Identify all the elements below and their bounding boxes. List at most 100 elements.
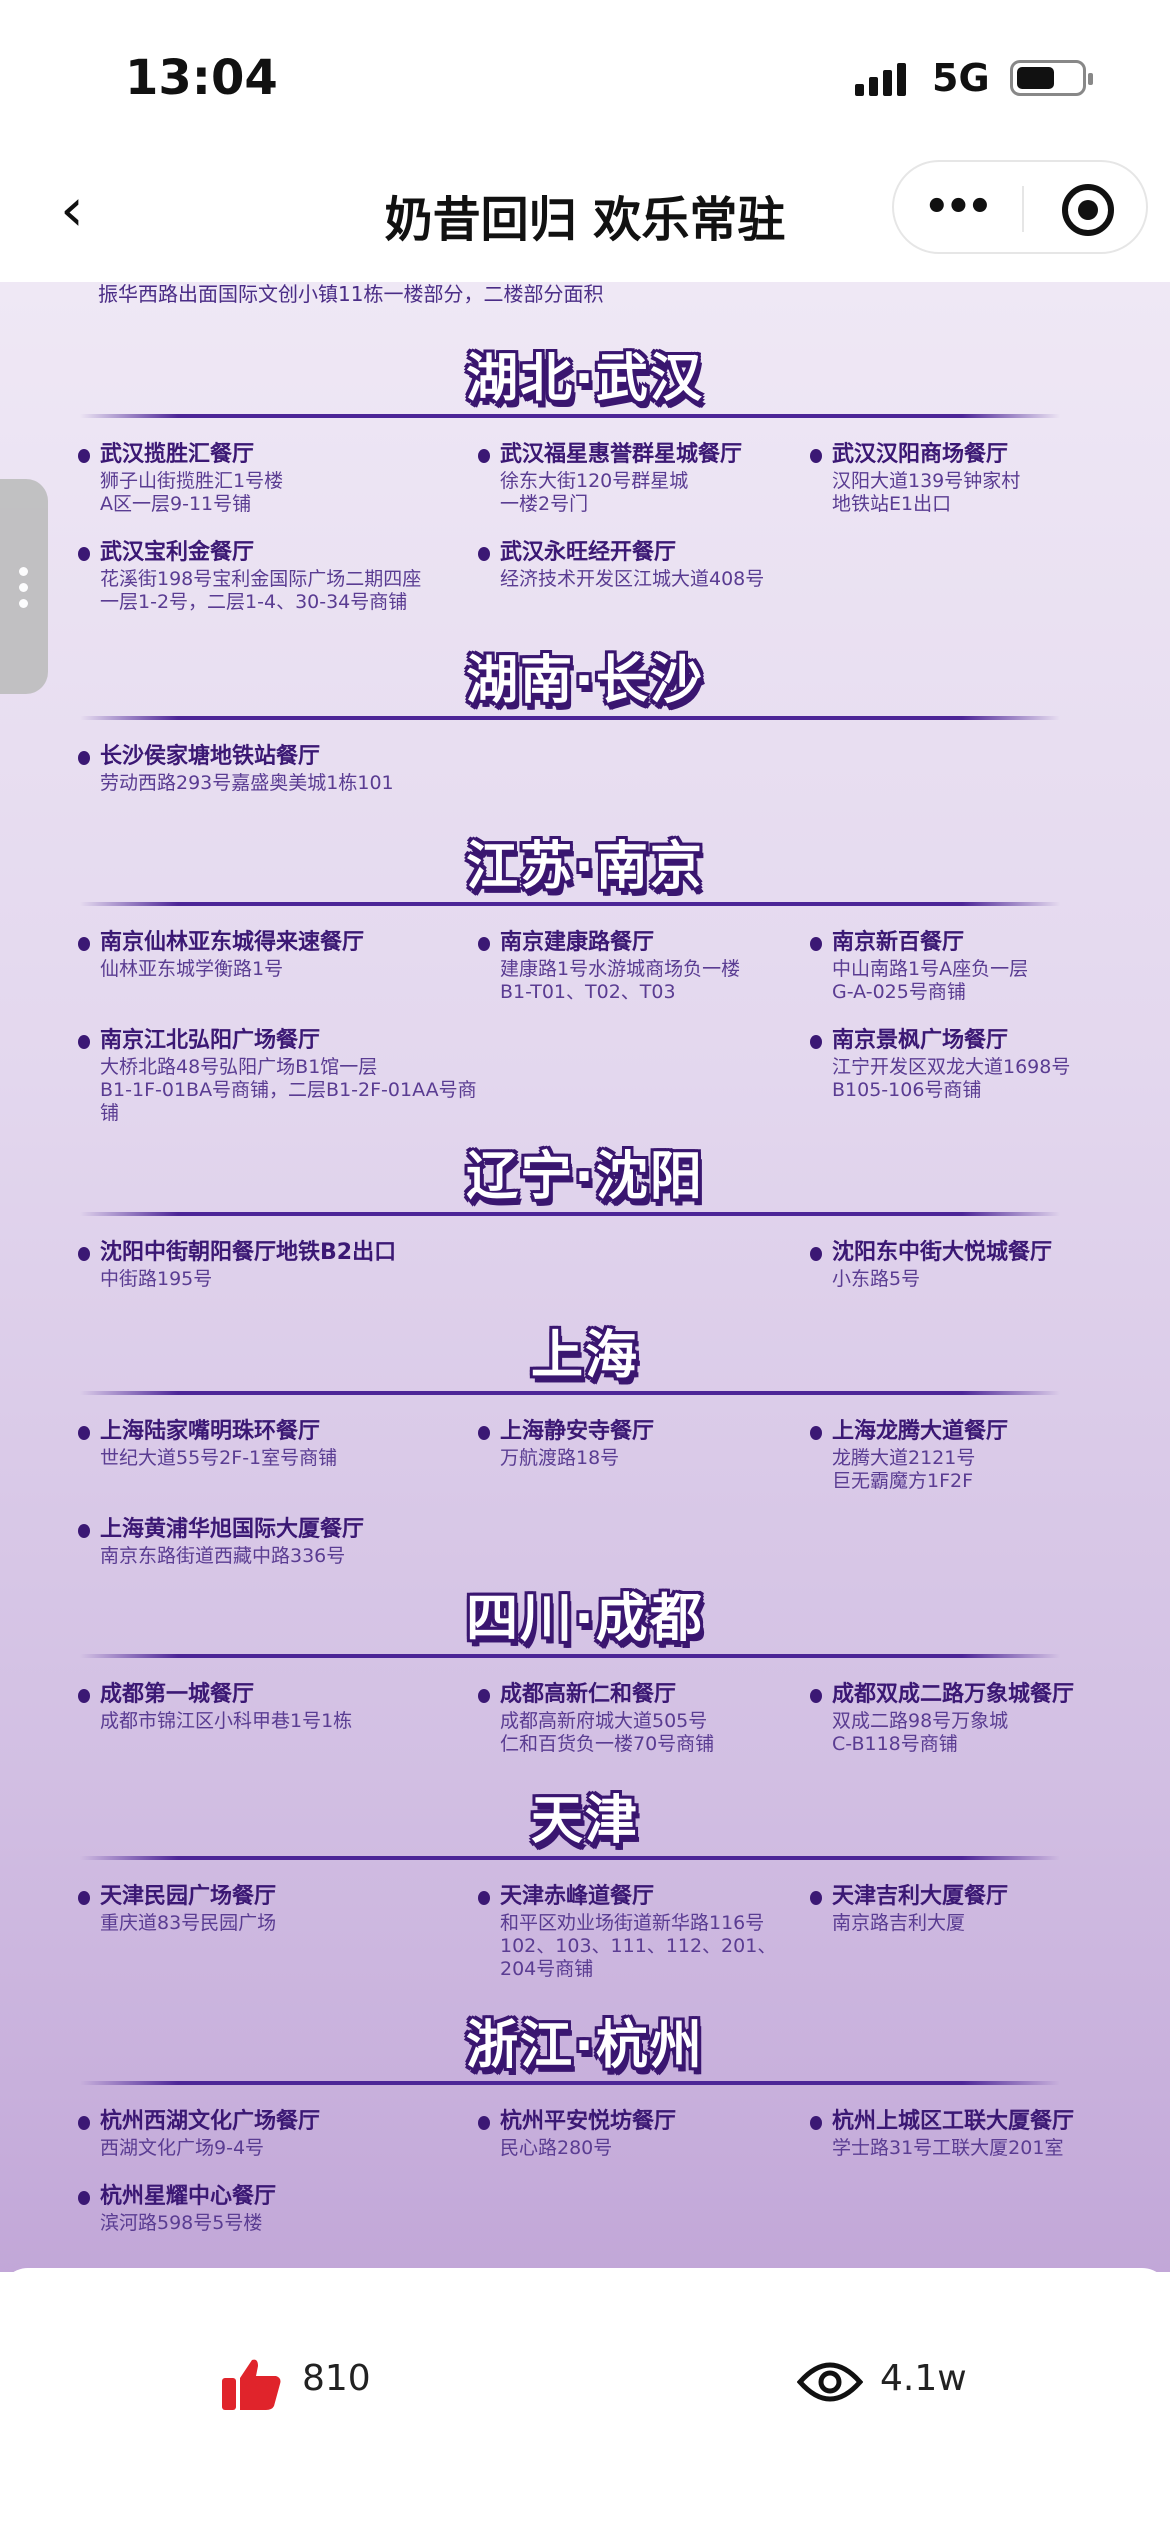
divider — [80, 414, 1060, 418]
region-section: 上海上海陆家嘴明珠环餐厅世纪大道55号2F-1室号商铺上海静安寺餐厅万航渡路18… — [0, 1321, 1170, 1567]
restaurant-address: 民心路280号 — [500, 2137, 613, 2159]
restaurant-row: 南京江北弘阳广场餐厅大桥北路48号弘阳广场B1馆一层 B1-1F-01BA号商铺… — [0, 1026, 1170, 1125]
thumbs-up-icon[interactable] — [222, 2356, 282, 2412]
restaurant-name: 武汉宝利金餐厅 — [100, 540, 255, 565]
region-section: 辽宁·沈阳沈阳中街朝阳餐厅地铁B2出口中街路195号沈阳东中街大悦城餐厅小东路5… — [0, 1142, 1170, 1290]
restaurant-name: 杭州上城区工联大厦餐厅 — [832, 2109, 1075, 2134]
restaurant-address: 花溪街198号宝利金国际广场二期四座 一层1-2号，二层1-4、30-34号商铺 — [100, 568, 422, 613]
mini-program-capsule: ••• — [892, 160, 1148, 254]
restaurant-row: 天津民园广场餐厅重庆道83号民园广场天津赤峰道餐厅和平区劝业场街道新华路116号… — [0, 1882, 1170, 1981]
view-count: 4.1w — [880, 2358, 967, 2399]
restaurant-name: 上海陆家嘴明珠环餐厅 — [100, 1419, 321, 1444]
restaurant-item: 天津民园广场餐厅重庆道83号民园广场 — [78, 1882, 478, 1981]
bullet-icon — [478, 937, 490, 951]
region-section: 湖北·武汉武汉揽胜汇餐厅狮子山街揽胜汇1号楼 A区一层9-11号铺武汉福星惠誉群… — [0, 344, 1170, 613]
bullet-icon — [478, 1426, 490, 1440]
restaurant-address: 仙林亚东城学衡路1号 — [100, 958, 284, 980]
restaurant-address: 万航渡路18号 — [500, 1447, 620, 1469]
bullet-icon — [810, 2116, 822, 2130]
region-title: 四川·成都 — [466, 1589, 704, 1649]
restaurant-item: 南京仙林亚东城得来速餐厅仙林亚东城学衡路1号 — [78, 928, 478, 1004]
restaurant-item: 武汉永旺经开餐厅经济技术开发区江城大道408号 — [478, 538, 810, 614]
divider — [80, 2081, 1060, 2085]
restaurant-address: 经济技术开发区江城大道408号 — [500, 568, 765, 590]
more-dots-icon[interactable]: ••• — [924, 184, 993, 230]
restaurant-item: 上海陆家嘴明珠环餐厅世纪大道55号2F-1室号商铺 — [78, 1417, 478, 1493]
restaurant-address: 小东路5号 — [832, 1268, 921, 1290]
restaurant-item: 杭州星耀中心餐厅滨河路598号5号楼 — [78, 2182, 478, 2235]
eye-icon[interactable] — [797, 2356, 863, 2408]
side-drawer-handle[interactable] — [0, 479, 48, 694]
restaurant-item: 天津吉利大厦餐厅南京路吉利大厦 — [810, 1882, 1170, 1981]
restaurant-item: 杭州西湖文化广场餐厅西湖文化广场9-4号 — [78, 2107, 478, 2160]
target-icon[interactable] — [1062, 184, 1114, 236]
restaurant-item: 成都双成二路万象城餐厅双成二路98号万象城 C-B118号商铺 — [810, 1680, 1170, 1756]
restaurant-row: 长沙侯家塘地铁站餐厅劳动西路293号嘉盛奥美城1栋101 — [0, 742, 1170, 795]
region-title: 江苏·南京 — [466, 837, 704, 897]
restaurant-item: 上海静安寺餐厅万航渡路18号 — [478, 1417, 810, 1493]
chevron-left-icon[interactable]: ‹ — [60, 175, 84, 245]
restaurant-address: 南京路吉利大厦 — [832, 1912, 966, 1934]
restaurant-name: 南京江北弘阳广场餐厅 — [100, 1028, 321, 1053]
bullet-icon — [78, 1891, 90, 1905]
bullet-icon — [810, 937, 822, 951]
restaurant-name: 杭州星耀中心餐厅 — [100, 2184, 277, 2209]
restaurant-item: 沈阳东中街大悦城餐厅小东路5号 — [810, 1238, 1170, 1291]
cut-off-address: 振华西路出面国际文创小镇11栋一楼部分，二楼部分面积 — [98, 282, 604, 306]
restaurant-item: 南京新百餐厅中山南路1号A座负一层 G-A-025号商铺 — [810, 928, 1170, 1004]
bullet-icon — [78, 2191, 90, 2205]
restaurant-item: 武汉福星惠誉群星城餐厅徐东大街120号群星城 一楼2号门 — [478, 440, 810, 516]
restaurant-name: 武汉永旺经开餐厅 — [500, 540, 677, 565]
restaurant-name: 成都双成二路万象城餐厅 — [832, 1682, 1075, 1707]
bullet-icon — [810, 449, 822, 463]
poster-content[interactable]: 振华西路出面国际文创小镇11栋一楼部分，二楼部分面积 湖北·武汉武汉揽胜汇餐厅狮… — [0, 282, 1170, 2272]
bullet-icon — [78, 1247, 90, 1261]
restaurant-address: 成都市锦江区小科甲巷1号1栋 — [100, 1710, 353, 1732]
restaurant-address: 西湖文化广场9-4号 — [100, 2137, 265, 2159]
restaurant-item: 南京景枫广场餐厅江宁开发区双龙大道1698号 B105-106号商铺 — [810, 1026, 1170, 1125]
restaurant-row: 武汉揽胜汇餐厅狮子山街揽胜汇1号楼 A区一层9-11号铺武汉福星惠誉群星城餐厅徐… — [0, 440, 1170, 516]
divider — [1022, 186, 1024, 232]
bullet-icon — [478, 1891, 490, 1905]
bullet-icon — [78, 751, 90, 765]
restaurant-address: 和平区劝业场街道新华路116号 102、103、111、112、201、 204… — [500, 1912, 777, 1980]
restaurant-name: 上海黄浦华旭国际大厦餐厅 — [100, 1517, 365, 1542]
restaurant-name: 南京建康路餐厅 — [500, 930, 655, 955]
restaurant-address: 徐东大街120号群星城 一楼2号门 — [500, 470, 689, 515]
restaurant-name: 沈阳中街朝阳餐厅地铁B2出口 — [100, 1240, 397, 1265]
restaurant-name: 武汉汉阳商场餐厅 — [832, 442, 1009, 467]
restaurant-row: 上海黄浦华旭国际大厦餐厅南京东路街道西藏中路336号 — [0, 1515, 1170, 1568]
restaurant-row: 杭州星耀中心餐厅滨河路598号5号楼 — [0, 2182, 1170, 2235]
region-title: 辽宁·沈阳 — [466, 1147, 704, 1207]
bottom-bar: 810 4.1w — [0, 2268, 1170, 2532]
divider — [80, 1856, 1060, 1860]
restaurant-name: 成都高新仁和餐厅 — [500, 1682, 677, 1707]
signal-icon — [855, 62, 906, 96]
bullet-icon — [810, 1891, 822, 1905]
restaurant-item: 天津赤峰道餐厅和平区劝业场街道新华路116号 102、103、111、112、2… — [478, 1882, 810, 1981]
bullet-icon — [478, 1689, 490, 1703]
restaurant-item: 南京建康路餐厅建康路1号水游城商场负一楼 B1-T01、T02、T03 — [478, 928, 810, 1004]
restaurant-name: 上海龙腾大道餐厅 — [832, 1419, 1009, 1444]
restaurant-item: 长沙侯家塘地铁站餐厅劳动西路293号嘉盛奥美城1栋101 — [78, 742, 478, 795]
restaurant-item: 武汉汉阳商场餐厅汉阳大道139号钟家村 地铁站E1出口 — [810, 440, 1170, 516]
restaurant-address: 学士路31号工联大厦201室 — [832, 2137, 1064, 2159]
bullet-icon — [810, 1689, 822, 1703]
restaurant-address: 双成二路98号万象城 C-B118号商铺 — [832, 1710, 1009, 1755]
restaurant-row: 南京仙林亚东城得来速餐厅仙林亚东城学衡路1号南京建康路餐厅建康路1号水游城商场负… — [0, 928, 1170, 1004]
restaurant-address: 劳动西路293号嘉盛奥美城1栋101 — [100, 772, 394, 794]
bullet-icon — [78, 1426, 90, 1440]
region-section: 江苏·南京南京仙林亚东城得来速餐厅仙林亚东城学衡路1号南京建康路餐厅建康路1号水… — [0, 832, 1170, 1124]
restaurant-name: 南京景枫广场餐厅 — [832, 1028, 1009, 1053]
restaurant-address: 中山南路1号A座负一层 G-A-025号商铺 — [832, 958, 1029, 1003]
bullet-icon — [78, 449, 90, 463]
restaurant-row: 武汉宝利金餐厅花溪街198号宝利金国际广场二期四座 一层1-2号，二层1-4、3… — [0, 538, 1170, 614]
restaurant-name: 天津赤峰道餐厅 — [500, 1884, 655, 1909]
like-count: 810 — [302, 2358, 371, 2399]
bullet-icon — [478, 547, 490, 561]
restaurant-name: 南京仙林亚东城得来速餐厅 — [100, 930, 365, 955]
region-section: 湖南·长沙长沙侯家塘地铁站餐厅劳动西路293号嘉盛奥美城1栋101 — [0, 646, 1170, 794]
restaurant-address: 建康路1号水游城商场负一楼 B1-T01、T02、T03 — [500, 958, 741, 1003]
divider — [80, 1654, 1060, 1658]
region-title: 浙江·杭州 — [466, 2016, 704, 2076]
